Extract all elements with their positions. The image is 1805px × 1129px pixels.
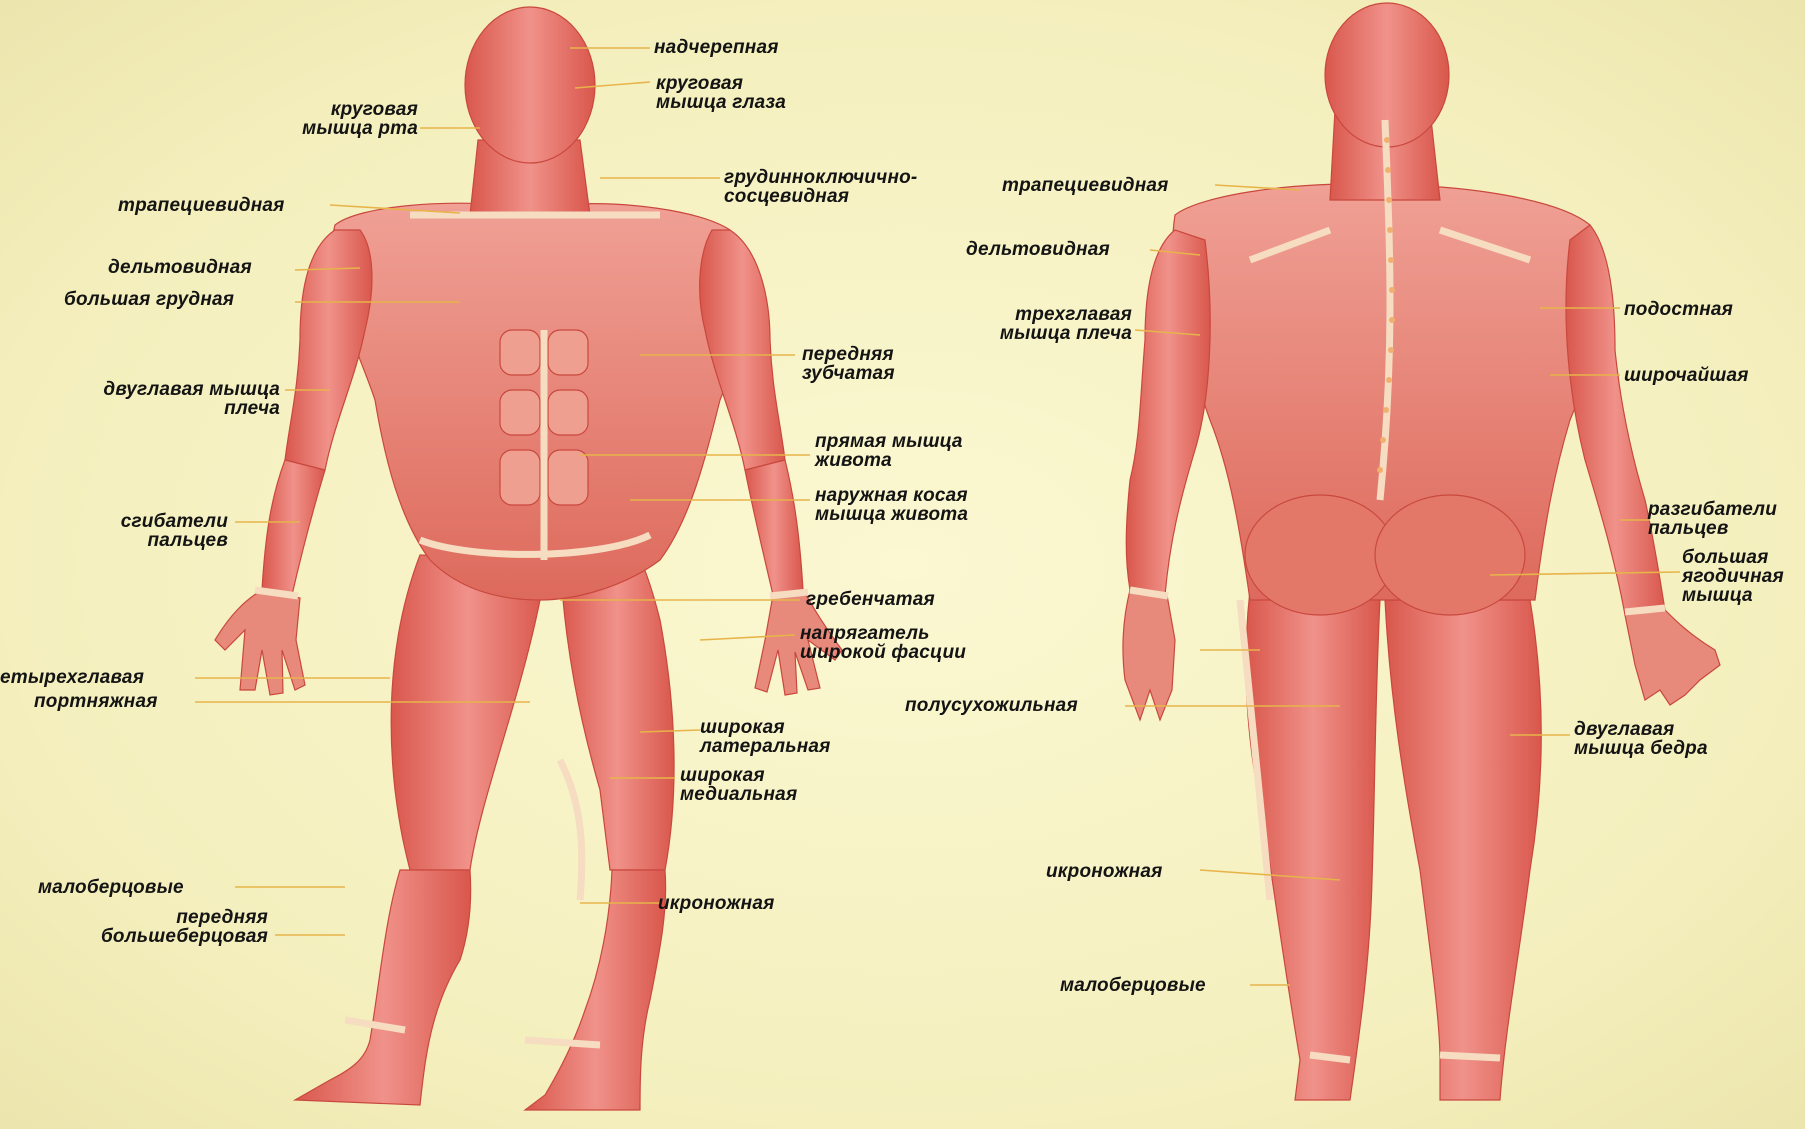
label-chetyrehglavaya: етырехглавая (0, 668, 144, 687)
label-trapetsievidnaya: трапециевидная (118, 196, 285, 215)
back-right-leg (1385, 600, 1541, 1100)
label-shirochayshaya: широчайшая (1624, 366, 1749, 385)
label-grudinoklyuchichno: грудинноключично- сосцевидная (724, 168, 917, 206)
back-right-arm (1566, 225, 1665, 615)
label-grebenchataya: гребенчатая (806, 590, 935, 609)
back-left-arm (1126, 230, 1210, 595)
label-nadcherepnaya: надчерепная (654, 38, 779, 57)
label-trehglavaya: трехглавая мышца плеча (940, 305, 1132, 343)
label-napryagatel: напрягатель широкой фасции (800, 624, 966, 662)
label-krugovaya-rta: круговая мышца рта (250, 100, 418, 138)
front-left-hand (215, 590, 305, 695)
front-left-shin (295, 870, 471, 1105)
front-right-shin (525, 870, 666, 1110)
label-perednyaya-zubchataya: передняя зубчатая (802, 345, 895, 383)
label-front-ikronozhnaya: икроножная (658, 894, 775, 913)
label-shirokaya-medialnaya: широкая медиальная (680, 766, 797, 804)
front-right-forearm (745, 460, 803, 595)
label-shirokaya-lateralnaya: широкая латеральная (700, 718, 831, 756)
label-back-ikronozhnaya: икроножная (1046, 862, 1163, 881)
label-podostnaya: подостная (1624, 300, 1733, 319)
label-perednyaya-bolshebertsovaya: передняя большеберцовая (40, 908, 268, 946)
front-head (465, 7, 595, 163)
front-left-upper-arm (285, 230, 372, 470)
label-razgibateli: разгибатели пальцев (1648, 500, 1777, 538)
label-polusuhozhilnaya: полусухожильная (905, 696, 1078, 715)
back-right-hand (1625, 610, 1720, 705)
label-dvuglavaya-bedra: двуглавая мышца бедра (1574, 720, 1708, 758)
back-left-glute (1245, 495, 1395, 615)
back-left-hand (1123, 590, 1175, 720)
label-deltovidnaya: дельтовидная (108, 258, 252, 277)
label-front-maloberts: малоберцовые (38, 878, 184, 897)
label-naruzhnaya-kosaya: наружная косая мышца живота (815, 486, 968, 524)
front-left-forearm (262, 460, 325, 595)
label-back-deltovidnaya: дельтовидная (966, 240, 1110, 259)
label-back-maloberts: малоберцовые (1060, 976, 1206, 995)
back-right-glute (1375, 495, 1525, 615)
label-dvuglavaya-plecha: двуглавая мышца плеча (40, 380, 280, 418)
front-left-thigh (391, 555, 545, 870)
back-figure (1123, 3, 1720, 1100)
label-bolshaya-grudnaya: большая грудная (64, 290, 234, 309)
label-krugovaya-glaza: круговая мышца глаза (656, 74, 786, 112)
front-right-upper-arm (700, 230, 785, 470)
label-sgibateli: сгибатели пальцев (60, 512, 228, 550)
label-bolshaya-yagodichnaya: большая ягодичная мышца (1682, 548, 1784, 605)
label-back-trapetsievidnaya: трапециевидная (1002, 176, 1169, 195)
label-pryamaya-zhivota: прямая мышца живота (815, 432, 963, 470)
label-portnyazhnaya: портняжная (34, 692, 158, 711)
